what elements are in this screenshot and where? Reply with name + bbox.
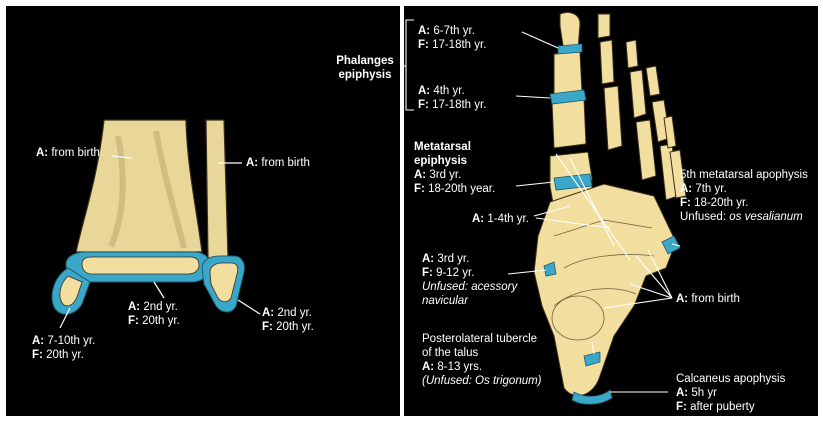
label-proximal-phalanx: A: 4th yr. F: 17-18th yr. bbox=[418, 84, 486, 112]
label-fibula-birth: A: from birth bbox=[246, 156, 310, 170]
label-metatarsal: Metatarsal epiphysis A: 3rd yr. F: 18-20… bbox=[414, 140, 495, 196]
tarsals bbox=[534, 184, 676, 396]
label-talus: Posterolateral tubercle of the talus A: … bbox=[422, 332, 542, 388]
label-calcaneus: Calcaneus apophysis A: 5h yr F: after pu… bbox=[676, 372, 785, 414]
label-fibula-physis: A: 2nd yr. F: 20th yr. bbox=[262, 306, 314, 334]
label-tibia-physis: A: 2nd yr. F: 20th yr. bbox=[128, 300, 180, 328]
phalanges-bracket bbox=[404, 20, 414, 110]
label-tarsals: A: from birth bbox=[676, 292, 740, 306]
tibia-diaphysis bbox=[76, 120, 202, 252]
foot-panel: Phalanges epiphysis A: 6-7th yr. F: 17-1… bbox=[404, 6, 818, 416]
label-navicular: A: 3rd yr. F: 9-12 yr. Unfused: acessory… bbox=[422, 252, 517, 308]
label-distal-phalanx: A: 6-7th yr. F: 17-18th yr. bbox=[418, 24, 486, 52]
fibula-diaphysis bbox=[206, 120, 228, 258]
distal-phalanx-epiphysis bbox=[558, 44, 582, 54]
label-tibia-birth: A: from birth bbox=[36, 146, 100, 160]
label-medial-malleolus: A: 7-10th yr. F: 20th yr. bbox=[32, 334, 95, 362]
label-fifth-metatarsal: 5th metatarsal apophysis A: 7th yr. F: 1… bbox=[680, 168, 808, 224]
phalanges-title: Phalanges epiphysis bbox=[330, 54, 400, 82]
label-cuneiforms: A: 1-4th yr. bbox=[472, 212, 529, 226]
